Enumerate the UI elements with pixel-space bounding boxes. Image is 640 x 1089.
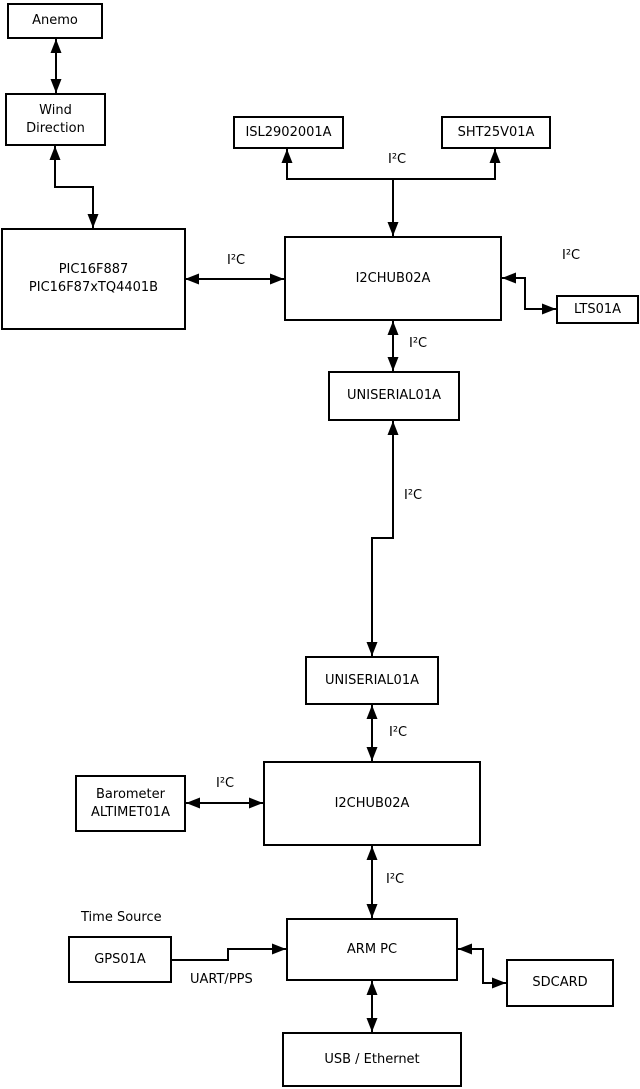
node-usb-ethernet: USB / Ethernet: [282, 1032, 462, 1087]
connector-hub1-lts: [502, 272, 556, 315]
node-barometer-altimet01a: Barometer ALTIMET01A: [75, 775, 186, 832]
edge-label-i2c-hub2-armpc: I²C: [386, 872, 405, 887]
connector-gps-armpc: [172, 943, 286, 961]
node-sdcard: SDCARD: [506, 959, 614, 1007]
edge-label-uart-pps: UART/PPS: [190, 972, 253, 987]
node-arm-pc: ARM PC: [286, 918, 458, 981]
edge-label-i2c-barometer-hub2: I²C: [216, 776, 235, 791]
node-lts01a: LTS01A: [556, 295, 639, 324]
node-pic16f887: PIC16F887 PIC16F87xTQ4401B: [1, 228, 186, 330]
connector-isl-sht-branch: [281, 149, 501, 180]
node-uniserial01a-1: UNISERIAL01A: [328, 371, 460, 421]
node-sht25v01a: SHT25V01A: [441, 116, 551, 149]
node-i2chub02a-2: I2CHUB02A: [263, 761, 481, 846]
edge-label-time-source: Time Source: [81, 910, 162, 925]
node-uniserial01a-2: UNISERIAL01A: [305, 656, 439, 705]
node-i2chub02a-1: I2CHUB02A: [284, 236, 502, 321]
edge-label-i2c-hub1-lts: I²C: [562, 248, 581, 263]
edge-label-i2c-pic-hub1: I²C: [227, 253, 246, 268]
node-gps01a: GPS01A: [68, 936, 172, 983]
edge-label-i2c-uniserial-link: I²C: [404, 488, 423, 503]
node-isl2902001a: ISL2902001A: [233, 116, 344, 149]
node-anemo: Anemo: [7, 3, 103, 39]
connector-uniserial1-uniserial2: [366, 421, 399, 656]
edge-label-i2c-hub1-uniserial1: I²C: [409, 336, 428, 351]
edge-label-i2c-sensors: I²C: [388, 152, 407, 167]
connector-armpc-sdcard: [458, 943, 506, 989]
connector-wind-pic: [49, 146, 99, 228]
edge-label-i2c-uniserial2-hub2: I²C: [389, 725, 408, 740]
node-wind-direction: Wind Direction: [5, 93, 106, 146]
